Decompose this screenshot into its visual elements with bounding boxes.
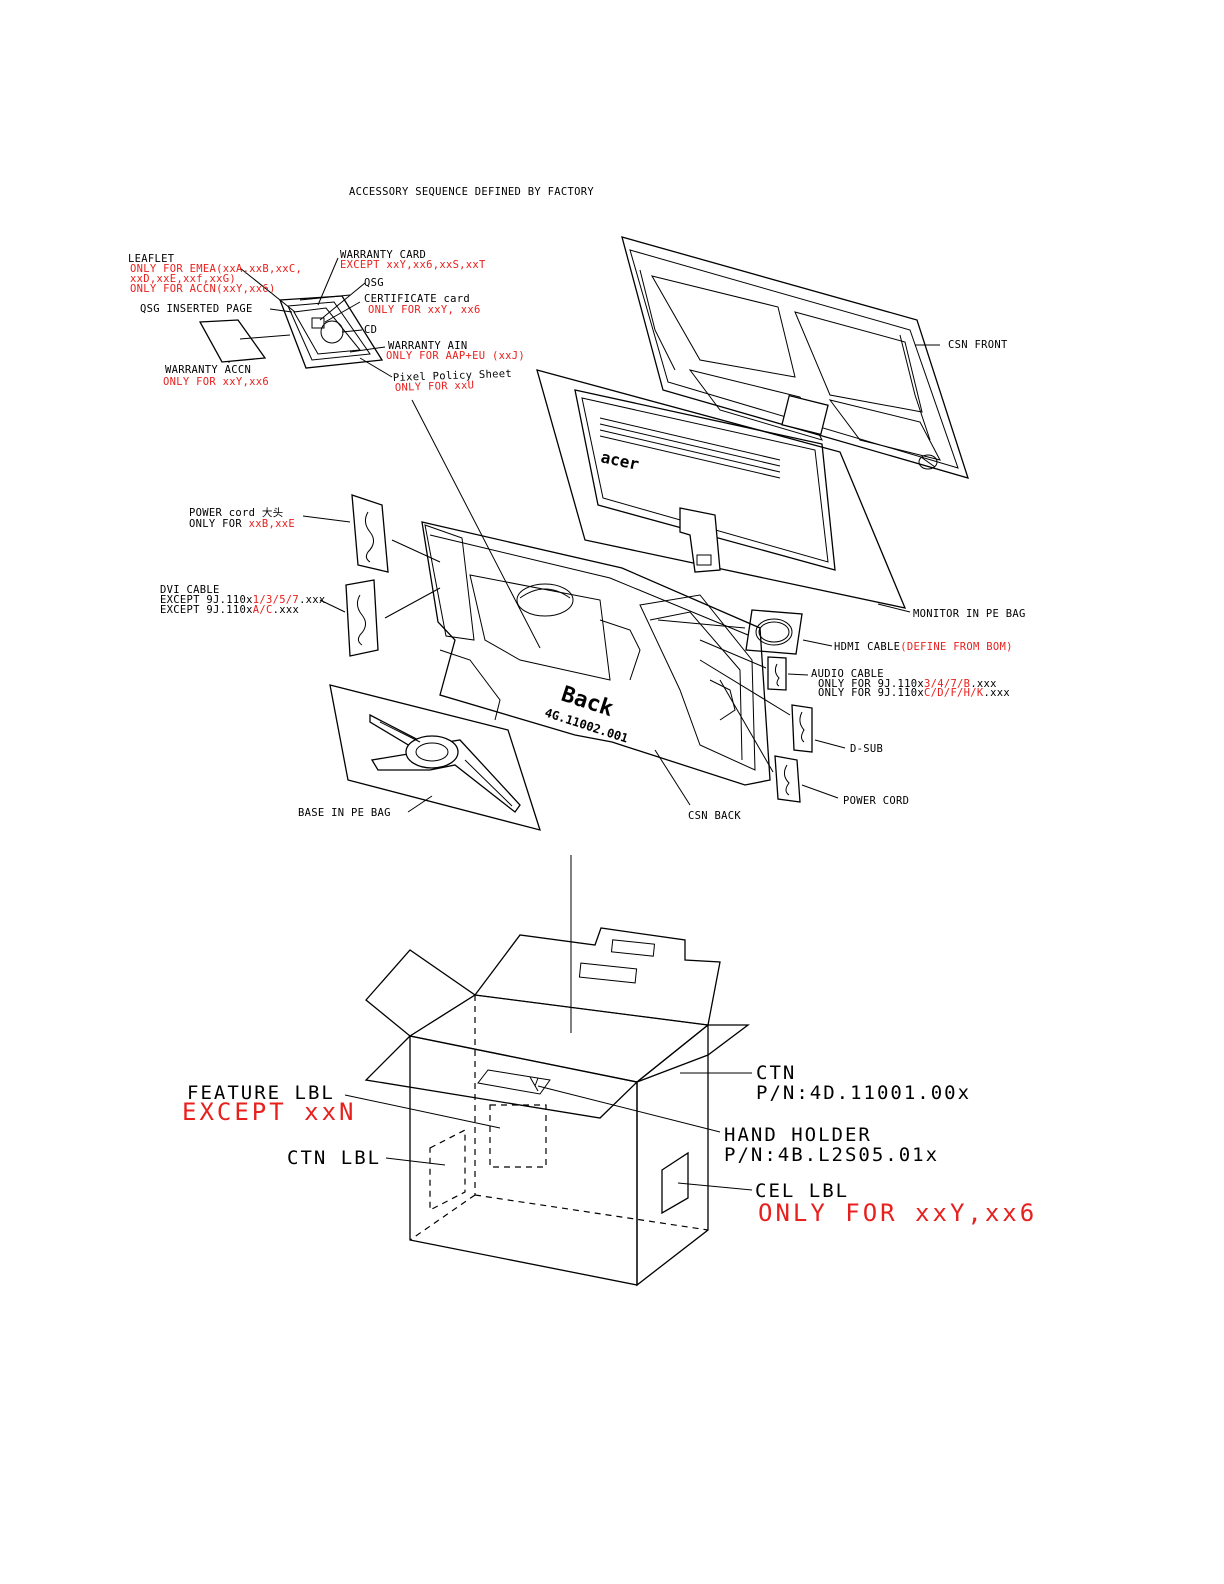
power-cord-cn-bag [351,494,389,573]
warranty-ain-label: WARRANTY AIN [388,340,467,352]
monitor-pe-bag-label: MONITOR IN PE BAG [913,608,1026,620]
diagram-title: ACCESSORY SEQUENCE DEFINED BY FACTORY [349,186,594,198]
monitor-in-pe-bag: acer [536,369,907,609]
csn-front-label: CSN FRONT [948,339,1008,351]
hand-holder-pn: P/N:4B.L2S05.01x [724,1144,939,1166]
ctn-lbl-label: CTN LBL [287,1147,381,1169]
hdmi-cable-label: HDMI CABLE(DEFINE FROM BOM) [834,641,1013,653]
power-cord-cn-label: POWER cord 大头 [189,506,283,519]
warranty-card-note: EXCEPT xxY,xx6,xxS,xxT [340,259,486,271]
accessory-to-csn-leader [411,399,541,649]
feature-lbl-note: EXCEPT xxN [182,1098,357,1126]
power-cord-bag [774,755,801,803]
feature-lbl-label: FEATURE LBL [187,1082,335,1104]
csn-front-foam [621,236,969,479]
pixel-policy-label: Pixel Policy Sheet [393,368,513,384]
dvi-cable-label: DVI CABLE [160,584,220,596]
hand-holder-label: HAND HOLDER [724,1124,872,1146]
accessory-leaders [228,257,393,378]
pixel-policy-note: ONLY FOR xxU [395,379,475,394]
leaflet-note-1: ONLY FOR EMEA(xxA,xxB,xxC, [130,263,302,275]
hdmi-cable-bag [745,609,803,655]
audio-cable-label: AUDIO CABLE [811,668,884,680]
base-pe-bag-label: BASE IN PE BAG [298,807,391,819]
monitor-vents [599,417,781,479]
leaflet-label: LEAFLET [128,253,175,265]
leaflet-note-2: xxD,xxE,xxf,xxG) [130,273,236,285]
monitor-logo: acer [599,447,641,474]
qsg-inserted-page-label: QSG INSERTED PAGE [140,303,253,315]
power-cord-cn-note: ONLY FOR xxB,xxE [189,518,295,530]
carton-box [364,927,750,1287]
qsg-label: QSG [364,277,384,289]
dvi-cable-note-2: EXCEPT 9J.110xA/C.xxx [160,604,299,616]
dvi-cable-bag [345,579,379,657]
certificate-card-note: ONLY FOR xxY, xx6 [368,304,481,316]
csn-back-label: CSN BACK [688,810,741,822]
warranty-accn-note: ONLY FOR xxY,xx6 [163,376,269,388]
ctn-label: CTN [756,1062,796,1084]
certificate-card-label: CERTIFICATE card [364,293,470,305]
audio-cable-note-1: ONLY FOR 9J.110x3/4/7/B.xxx [818,678,997,690]
warranty-card-label: WARRANTY CARD [340,249,426,261]
cd-label: CD [364,324,377,336]
audio-cable-note-2: ONLY FOR 9J.110xC/D/F/H/K.xxx [818,687,1010,699]
dvi-cable-note-1: EXCEPT 9J.110x1/3/5/7.xxx [160,594,326,606]
cel-lbl-label: CEL LBL [755,1180,849,1202]
base-in-pe-bag [329,684,541,831]
audio-cable-bag [767,656,787,691]
power-cord-label: POWER CORD [843,795,909,807]
warranty-accn-sheet [198,319,267,363]
carton-left-flap [365,949,477,1037]
warranty-accn-label: WARRANTY ACCN [165,364,251,376]
carton-front-flap [364,1035,639,1119]
ctn-pn: P/N:4D.11001.00x [756,1082,971,1104]
d-sub-bag [791,704,813,753]
warranty-ain-note: ONLY FOR AAP+EU (xxJ) [386,350,525,362]
carton-right-flap [636,1024,750,1083]
leaflet-note-3: ONLY FOR ACCN(xxY,xx6) [130,283,276,295]
carton-back-flap [473,927,721,1026]
cel-lbl-note: ONLY FOR xxY,xx6 [758,1199,1037,1227]
d-sub-label: D-SUB [850,743,883,755]
stand-base [369,713,521,813]
